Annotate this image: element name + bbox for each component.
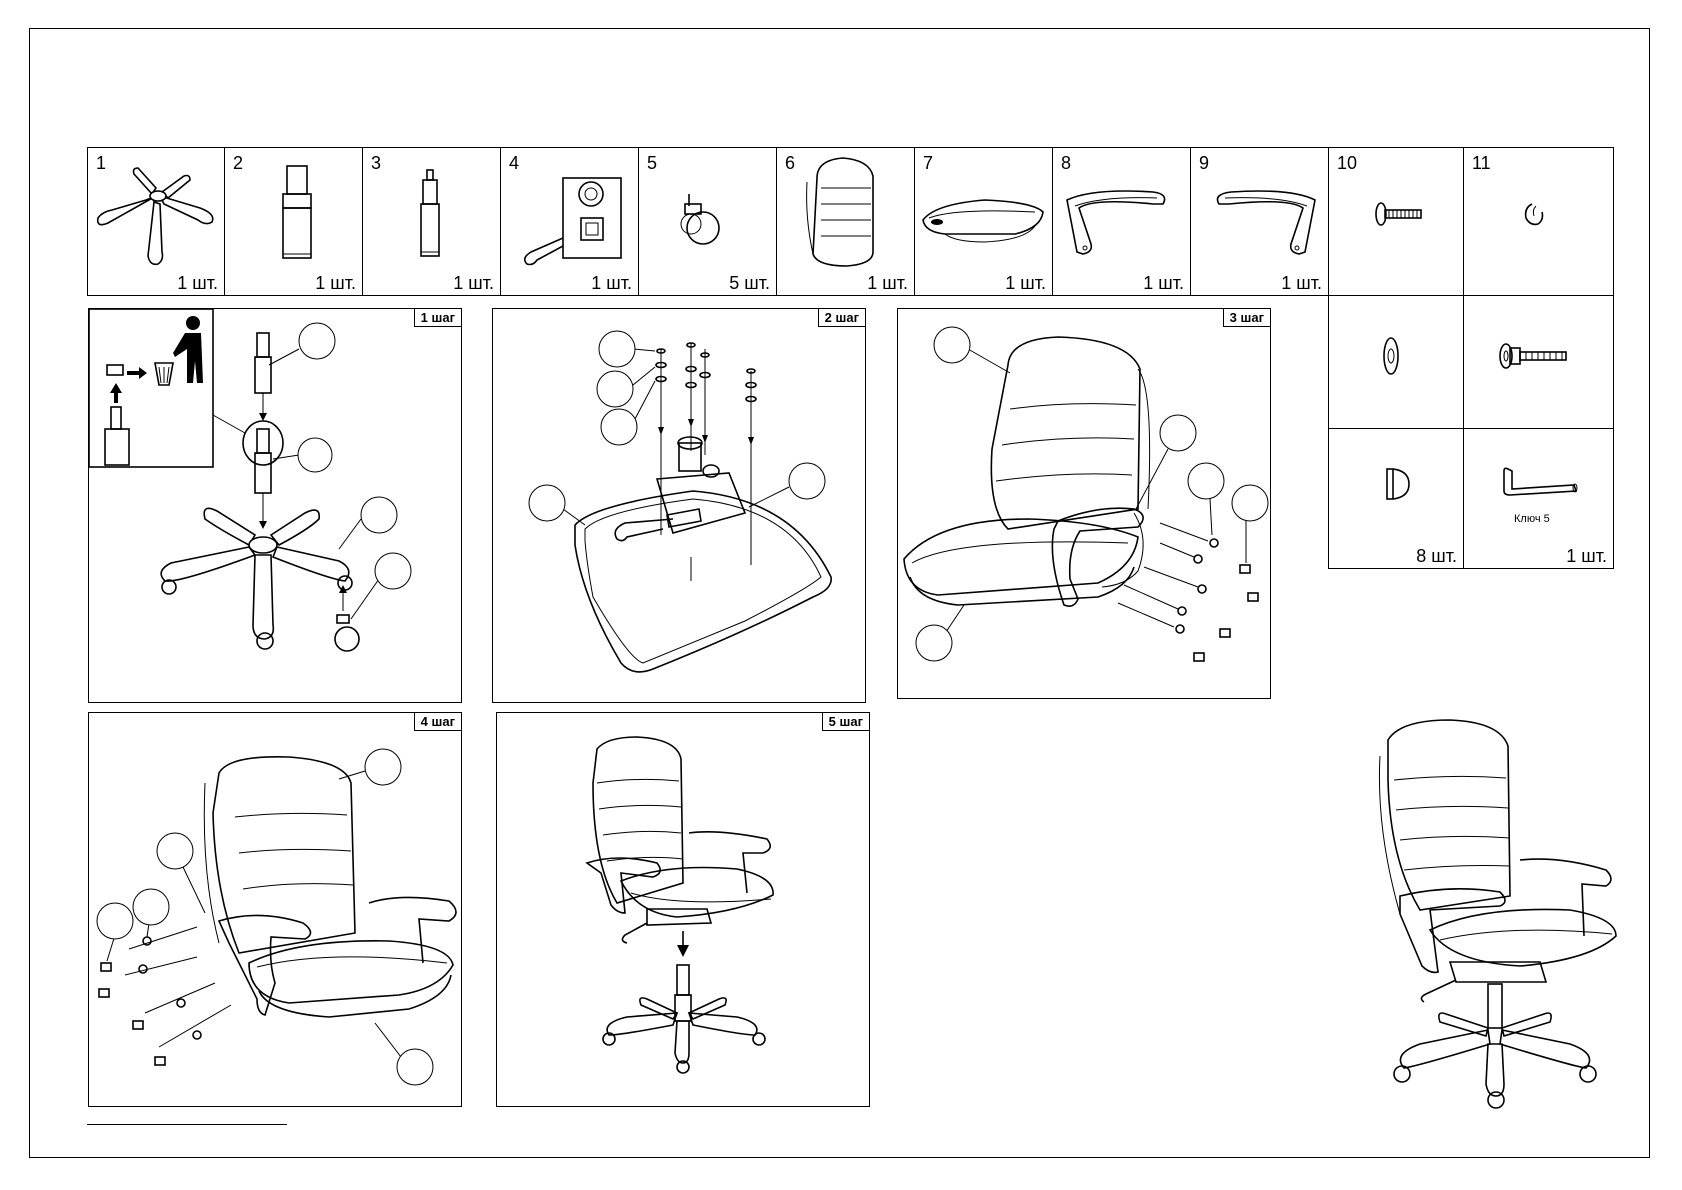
part-cell-6: 6 1 шт. (776, 147, 915, 296)
step-1-panel: 1 шаг (88, 308, 462, 703)
part-number: 4 (509, 153, 520, 173)
part-qty: 1 шт. (1281, 273, 1322, 293)
hardware-qty: 8 шт. (1416, 546, 1457, 566)
footnote-rule (87, 1124, 287, 1125)
part-cell-2: 2 1 шт. (224, 147, 363, 296)
part-cell-11: 11 (1463, 147, 1614, 296)
hardware-cell-bolt (1463, 295, 1614, 429)
part-number: 3 (371, 153, 382, 173)
step-1-illustration (88, 308, 412, 652)
assembled-chair-illustration (1378, 719, 1617, 1109)
step-3-panel: 3 шаг (897, 308, 1271, 699)
step-4-panel: 4 шаг (88, 712, 462, 1107)
part-number: 7 (923, 153, 934, 173)
part-cell-8: 8 1 шт. (1052, 147, 1191, 296)
part-cell-4: 4 1 шт. (500, 147, 639, 296)
seat-icon (922, 199, 1044, 243)
step-2-panel: 2 шаг (492, 308, 866, 703)
caster-icon (680, 194, 720, 245)
bolt-cap-icon (1386, 468, 1410, 500)
part-number: 5 (647, 153, 658, 173)
part-number: 1 (96, 153, 107, 173)
part-number: 2 (233, 153, 244, 173)
step-label: 2 шаг (817, 309, 865, 327)
part-qty: 1 шт. (315, 273, 356, 293)
bolt-icon (1499, 343, 1567, 369)
part-qty: 1 шт. (867, 273, 908, 293)
part-number: 11 (1472, 153, 1491, 173)
armrest-left-icon (1066, 190, 1166, 255)
hardware-cell-key: Ключ 5 1 шт. (1463, 428, 1614, 569)
gas-lift-cover-icon (282, 165, 312, 259)
part-number: 10 (1337, 153, 1358, 173)
part-qty: 1 шт. (591, 273, 632, 293)
part-cell-1: 1 1 шт. (87, 147, 225, 296)
part-qty: 5 шт. (729, 273, 770, 293)
hardware-cell-washer (1328, 295, 1464, 429)
hardware-qty: 1 шт. (1566, 546, 1607, 566)
part-cell-7: 7 1 шт. (914, 147, 1053, 296)
backrest-icon (806, 157, 874, 267)
gas-lift-icon (420, 169, 440, 257)
flat-washer-icon (1383, 337, 1399, 375)
tilt-mechanism-icon (523, 177, 622, 266)
part-number: 9 (1199, 153, 1210, 173)
hardware-cell-cap: 8 шт. (1328, 428, 1464, 569)
part-cell-9: 9 1 шт. (1190, 147, 1329, 296)
part-cell-10: 10 (1328, 147, 1464, 296)
chair-base-icon (96, 167, 214, 266)
part-qty: 1 шт. (1143, 273, 1184, 293)
step-label: 5 шаг (821, 713, 869, 731)
allen-key-icon (1503, 467, 1578, 496)
step-4-illustration (96, 748, 457, 1086)
allen-key-label: Ключ 5 (1514, 513, 1550, 525)
page-frame (29, 28, 1650, 1158)
part-qty: 1 шт. (453, 273, 494, 293)
part-cell-5: 5 5 шт. (638, 147, 777, 296)
part-number: 8 (1061, 153, 1072, 173)
step-5-panel: 5 шаг (496, 712, 870, 1107)
spring-washer-icon (1524, 203, 1544, 226)
step-label: 3 шаг (1222, 309, 1270, 327)
step-label: 4 шаг (413, 713, 461, 731)
step-5-illustration (585, 736, 774, 1074)
part-number: 6 (785, 153, 796, 173)
armrest-right-icon (1216, 190, 1316, 255)
screw-icon (1375, 202, 1422, 226)
part-qty: 1 шт. (177, 273, 218, 293)
part-cell-3: 3 1 шт. (362, 147, 501, 296)
step-2-illustration (528, 330, 832, 673)
part-qty: 1 шт. (1005, 273, 1046, 293)
step-3-illustration (903, 326, 1269, 662)
step-label: 1 шаг (413, 309, 461, 327)
